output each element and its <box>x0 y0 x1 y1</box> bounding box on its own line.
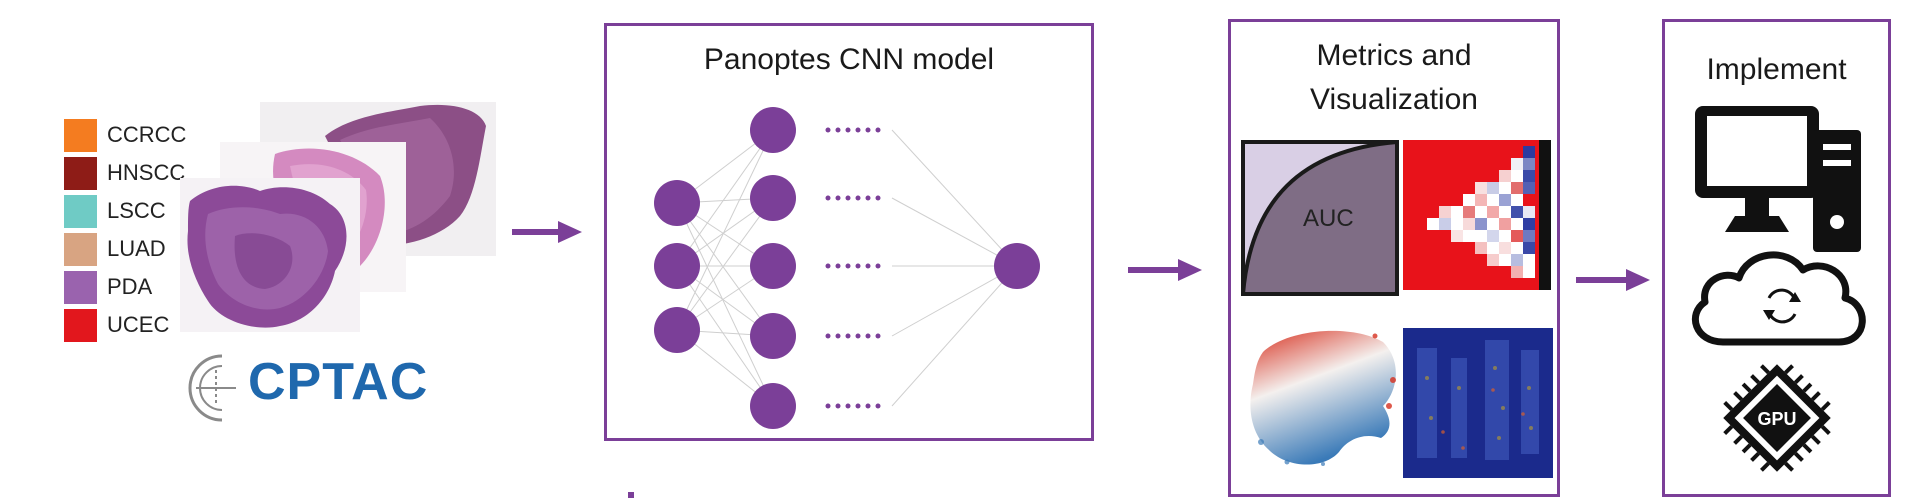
legend-item-luad: LUAD <box>64 230 186 268</box>
network-nodes <box>654 107 1040 429</box>
cancer-type-legend: CCRCC HNSCC LSCC LUAD PDA UCEC <box>64 116 186 344</box>
tsne-scatter-plot <box>1250 330 1396 466</box>
cloud-sync-icon <box>1691 251 1866 346</box>
hnscc-swatch <box>64 156 97 190</box>
ucec-swatch <box>64 308 97 342</box>
legend-label: CCRCC <box>107 122 187 147</box>
gpu-label: GPU <box>1757 409 1796 429</box>
implement-title: Implement <box>1706 53 1847 86</box>
metrics-visualization-box: Metrics and Visualization AUC <box>1228 19 1560 497</box>
legend-item-hnscc: HNSCC <box>64 154 186 192</box>
legend-label: UCEC <box>107 312 170 337</box>
gpu-chip-icon: GPU <box>1723 364 1831 472</box>
cptac-logo-mark <box>188 354 236 422</box>
hidden-layer-ellipsis <box>825 127 881 409</box>
luad-swatch <box>64 232 97 266</box>
legend-item-ucec: UCEC <box>64 306 186 344</box>
arrow-3-icon <box>1576 269 1650 291</box>
neural-network-diagram <box>654 107 1040 429</box>
model-box-title: Panoptes CNN model <box>703 43 995 76</box>
arrow-1-icon <box>512 221 582 243</box>
activation-map <box>1403 328 1553 478</box>
pda-swatch <box>64 270 97 304</box>
metrics-title-line2: Visualization <box>1310 83 1478 116</box>
heatmap-plot <box>1403 140 1551 290</box>
ccrcc-swatch <box>64 118 97 152</box>
implement-box: Implement GPU <box>1662 19 1891 497</box>
legend-item-lscc: LSCC <box>64 192 186 230</box>
slide-front <box>180 178 360 332</box>
panoptes-model-box: Panoptes CNN model <box>604 23 1094 441</box>
computer-icon <box>1695 106 1861 252</box>
small-mark <box>628 492 634 498</box>
legend-label: PDA <box>107 274 153 299</box>
tissue-slide-images <box>180 102 496 332</box>
cptac-logo: CPTAC <box>248 353 429 411</box>
lscc-swatch <box>64 194 97 228</box>
legend-label: LSCC <box>107 198 166 223</box>
legend-label: HNSCC <box>107 160 186 185</box>
legend-label: LUAD <box>107 236 166 261</box>
legend-item-ccrcc: CCRCC <box>64 116 186 154</box>
metrics-title-line1: Metrics and <box>1316 39 1472 72</box>
arrow-2-icon <box>1128 259 1202 281</box>
auc-roc-plot: AUC <box>1241 140 1399 296</box>
heatmap-cells <box>1427 146 1535 278</box>
legend-item-pda: PDA <box>64 268 186 306</box>
auc-label: AUC <box>1303 205 1354 232</box>
